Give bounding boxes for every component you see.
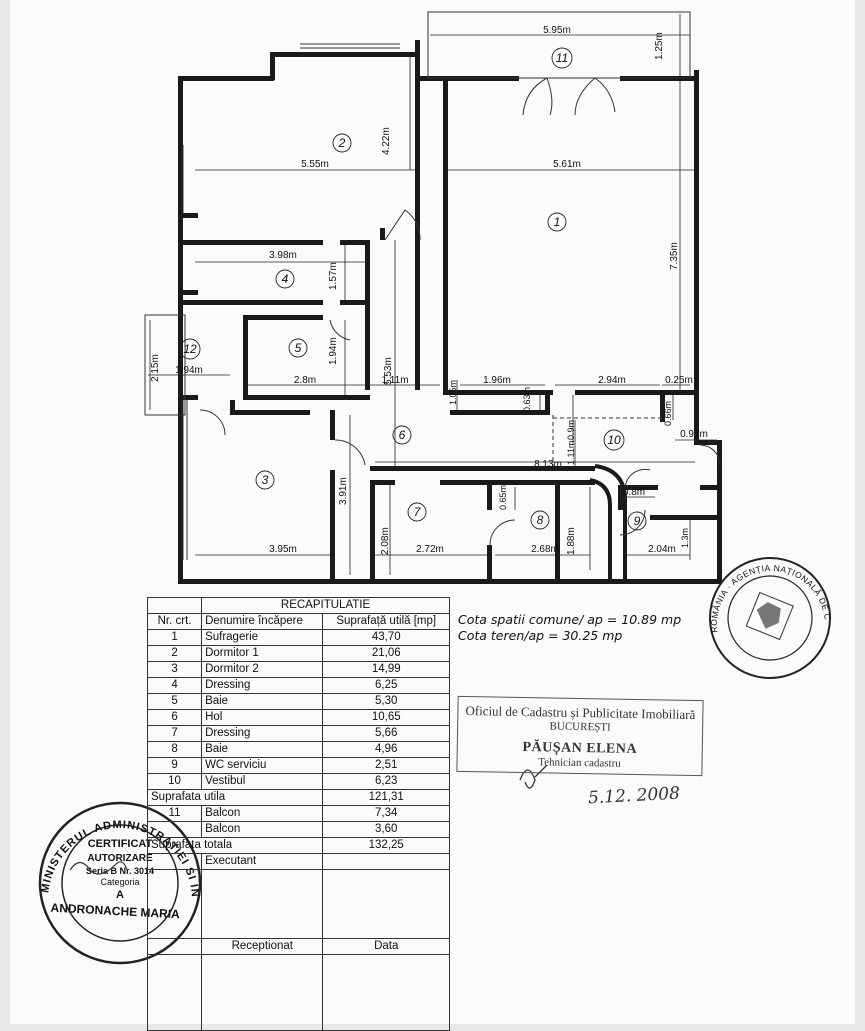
dim-label: 0.66m [663, 401, 673, 426]
executant-label: Executant [201, 853, 324, 870]
total-value: 132,25 [322, 837, 450, 854]
dim-label: 5.53m [383, 357, 394, 385]
dim-label: 1.05m [448, 380, 458, 405]
room-number: 12 [183, 342, 197, 356]
document-sheet: 5.95m 1.25m 5.55m 4.22m 5.61m 7.35m 3.98… [10, 0, 855, 1031]
dim-label: 5.61m [553, 159, 581, 170]
room-numbers: 1 2 3 4 5 6 7 8 9 10 11 12 [183, 51, 640, 528]
land-share-note: Cota teren/ap = 30.25 mp [458, 628, 623, 643]
ocpi-stamp: Oficiul de Cadastru și Publicitate Imobi… [456, 695, 704, 777]
svg-text:Seria B Nr. 3014: Seria B Nr. 3014 [86, 866, 154, 876]
door-swings [199, 77, 721, 546]
total-label: Suprafata totala [146, 837, 324, 854]
dim-label: 3.95m [269, 544, 297, 555]
room-number: 8 [537, 513, 544, 527]
dim-label: 0.8m [623, 487, 645, 498]
dim-label: 0.65m [498, 485, 508, 510]
dim-label: 1.25m [654, 32, 665, 60]
dim-label: 2.15m [150, 354, 161, 382]
dim-label: 2.04m [648, 544, 676, 555]
dim-label: 8.13m [534, 459, 562, 470]
dim-label: 2.94m [598, 375, 626, 386]
walls [178, 40, 722, 584]
dim-label: 2.08m [380, 527, 391, 555]
common-share-note: Cota spatii comune/ ap = 10.89 mp [458, 612, 682, 627]
room-number: 11 [556, 51, 568, 65]
svg-text:AUTORIZARE: AUTORIZARE [87, 853, 153, 864]
dim-label: 2.8m [294, 375, 316, 386]
signature [519, 764, 548, 789]
room-number: 3 [262, 473, 269, 487]
dimension-labels: 5.95m 1.25m 5.55m 4.22m 5.61m 7.35m 3.98… [150, 25, 708, 555]
room-number: 2 [338, 136, 346, 150]
dim-label: 5.95m [543, 25, 571, 36]
room-number: 1 [554, 215, 561, 229]
svg-text:Categoria: Categoria [100, 877, 139, 887]
curved-wall [594, 464, 627, 580]
balcony-12-outline [144, 314, 186, 416]
dim-label: 3.98m [269, 250, 297, 261]
data-label: Data [322, 938, 450, 955]
dim-label: 1.88m [566, 527, 577, 555]
dim-label: 2.72m [416, 544, 444, 555]
room-number: 10 [607, 433, 621, 447]
util-label: Suprafata utila [146, 789, 324, 806]
room-markers [179, 47, 647, 531]
dimension-lines [148, 14, 717, 575]
dim-label: 0.97m [680, 429, 708, 440]
room-number: 6 [399, 428, 406, 442]
signature [69, 861, 128, 875]
header-cell: Nr. crt. [146, 613, 203, 630]
dim-label: 1.11m [381, 375, 408, 386]
dim-label: 1.96m [483, 375, 511, 386]
room-number: 4 [282, 272, 289, 286]
dim-label: 1.11m [566, 441, 576, 465]
room-number: 9 [634, 514, 641, 528]
dim-label: 2.68m [531, 544, 559, 555]
dim-label: 3.91m [338, 477, 349, 505]
room-number: 7 [414, 505, 422, 519]
dim-label: 1.94m [328, 337, 339, 365]
dim-label: 5.55m [301, 159, 329, 170]
dim-label: 1.3m [680, 528, 690, 548]
dim-label: 7.35m [669, 242, 680, 270]
dim-label: 0.9m [566, 420, 576, 440]
recap-table: RECAPITULATIE Nr. crt. Denumire încăpere… [146, 597, 450, 1031]
balcony-11-outline [427, 11, 691, 79]
dim-label: 0.25m [665, 375, 693, 386]
util-value: 121,31 [322, 789, 450, 806]
dim-label: 0.63m [522, 387, 532, 412]
receptionat-label: Receptionat [201, 938, 324, 955]
svg-text:A: A [116, 889, 124, 901]
recap-title: RECAPITULATIE [201, 597, 450, 614]
room-number: 5 [295, 341, 302, 355]
header-cell: Suprafață utilă [mp] [322, 613, 450, 630]
header-cell: Denumire încăpere [201, 613, 324, 630]
dim-label: 1.57m [328, 262, 339, 290]
svg-text:CERTIFICAT: CERTIFICAT [88, 838, 153, 850]
dim-label: 4.22m [381, 127, 392, 155]
dim-label: 1.94m [175, 365, 203, 376]
